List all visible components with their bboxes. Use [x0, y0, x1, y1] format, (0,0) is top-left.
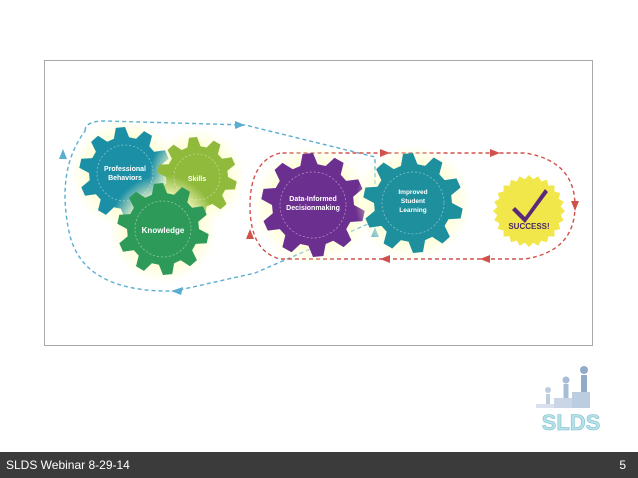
gears-layer: [71, 119, 565, 283]
blue-loop-arrow: [64, 120, 376, 292]
footer-title: SLDS Webinar 8-29-14: [6, 458, 130, 472]
blue-arrowhead-bottom: [171, 287, 183, 295]
red-arrowhead-bottom2: [480, 255, 490, 263]
blue-arrowhead-left: [59, 149, 67, 159]
data-informed-gear-ring: [279, 171, 347, 239]
red-arrowhead-right: [571, 201, 579, 211]
knowledge-gear: [117, 183, 209, 275]
red-arrowhead-left: [246, 229, 254, 239]
professional-behaviors-label-1: Professional: [104, 166, 146, 173]
data-informed-label-2: Decisionmaking: [286, 205, 340, 212]
footer-bar: SLDS Webinar 8-29-14 5: [0, 452, 638, 478]
red-arrowhead-bottom1: [380, 255, 390, 263]
gears-diagram: Professional Behaviors Skills Knowledge …: [59, 119, 579, 295]
success-label: SUCCESS!: [508, 222, 549, 231]
logo-figures: [536, 366, 590, 408]
improved-learning-gear-ring: [381, 171, 445, 235]
knowledge-gear-ring: [134, 200, 192, 258]
logo-text: SLDS: [542, 410, 601, 434]
slide-number: 5: [619, 458, 626, 472]
skills-label: Skills: [188, 176, 206, 183]
data-informed-label-1: Data-Informed: [289, 196, 336, 203]
improved-learning-gear: [363, 153, 463, 253]
improved-learning-label-1: Improved: [398, 189, 427, 196]
skills-gear-ring: [173, 153, 221, 201]
diagram-picture: Professional Behaviors Skills Knowledge …: [44, 60, 593, 346]
blue-arrowhead-top: [235, 121, 245, 129]
success-badge: [493, 175, 565, 247]
improved-learning-label-3: Learning: [399, 207, 426, 214]
knowledge-label: Knowledge: [142, 226, 185, 235]
success-check-icon: [512, 189, 548, 223]
professional-behaviors-label-2: Behaviors: [108, 175, 142, 182]
improved-learning-label-2: Student: [401, 198, 426, 205]
red-arrowhead-top2: [490, 149, 500, 157]
slds-logo: SLDS: [528, 360, 614, 435]
data-informed-gear: [261, 153, 365, 257]
